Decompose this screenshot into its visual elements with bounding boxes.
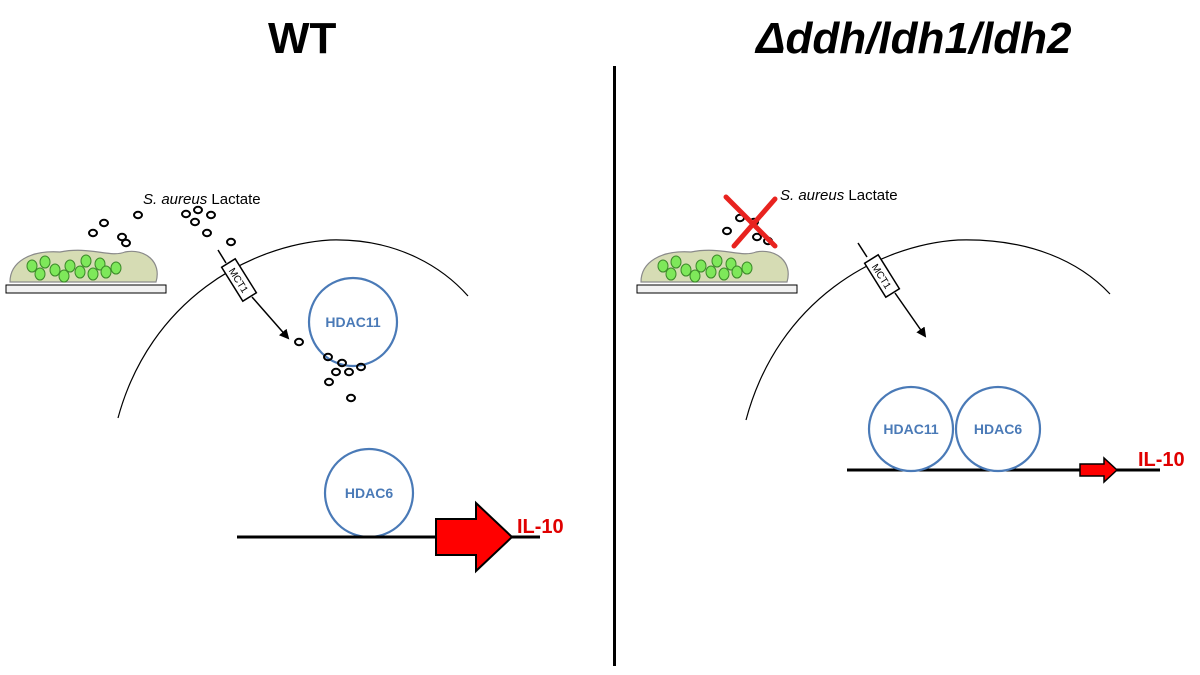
cell-membrane bbox=[745, 239, 1111, 421]
hdac11-node: HDAC11 bbox=[307, 276, 399, 368]
biofilm-substrate bbox=[636, 284, 798, 294]
hdac6-node: HDAC6 bbox=[323, 447, 415, 539]
il10-gene-arrow-large bbox=[435, 500, 514, 574]
hdac11-label: HDAC11 bbox=[883, 421, 938, 437]
mct1-transporter: MCT1 bbox=[857, 242, 927, 338]
lactate-label: S. aureus Lactate bbox=[143, 191, 261, 208]
biofilm bbox=[5, 249, 167, 294]
il10-label: IL-10 bbox=[517, 516, 564, 538]
panel-divider bbox=[613, 66, 616, 666]
hdac6-label: HDAC6 bbox=[345, 485, 393, 501]
il10-label: IL-10 bbox=[1138, 449, 1185, 471]
biofilm bbox=[636, 249, 798, 294]
mutant-panel: S. aureus Lactate MCT1 HDAC11 HDAC6 IL-1… bbox=[636, 187, 1185, 484]
import-arrow bbox=[251, 296, 290, 340]
hdac11-label: HDAC11 bbox=[325, 314, 380, 330]
blocked-cross-icon bbox=[723, 194, 778, 249]
hdac6-node: HDAC6 bbox=[954, 385, 1042, 473]
bacteria-cluster bbox=[26, 254, 122, 283]
mutant-panel-title: Δddh/ldh1/ldh2 bbox=[756, 14, 1072, 63]
mct1-transporter: MCT1 bbox=[217, 249, 290, 340]
hdac11-node: HDAC11 bbox=[867, 385, 955, 473]
cell-membrane bbox=[117, 239, 469, 419]
il10-gene-arrow-small bbox=[1079, 456, 1119, 484]
hdac6-label: HDAC6 bbox=[974, 421, 1022, 437]
wt-panel-title: WT bbox=[268, 14, 337, 63]
bacteria-cluster bbox=[657, 254, 753, 283]
import-arrow bbox=[894, 292, 927, 338]
lactate-molecules-outside bbox=[88, 205, 236, 248]
lactate-molecules-inside bbox=[294, 337, 366, 403]
biofilm-substrate bbox=[5, 284, 167, 294]
lactate-label: S. aureus Lactate bbox=[780, 187, 898, 204]
wt-panel: S. aureus Lactate MCT1 HDAC11 bbox=[5, 191, 564, 574]
